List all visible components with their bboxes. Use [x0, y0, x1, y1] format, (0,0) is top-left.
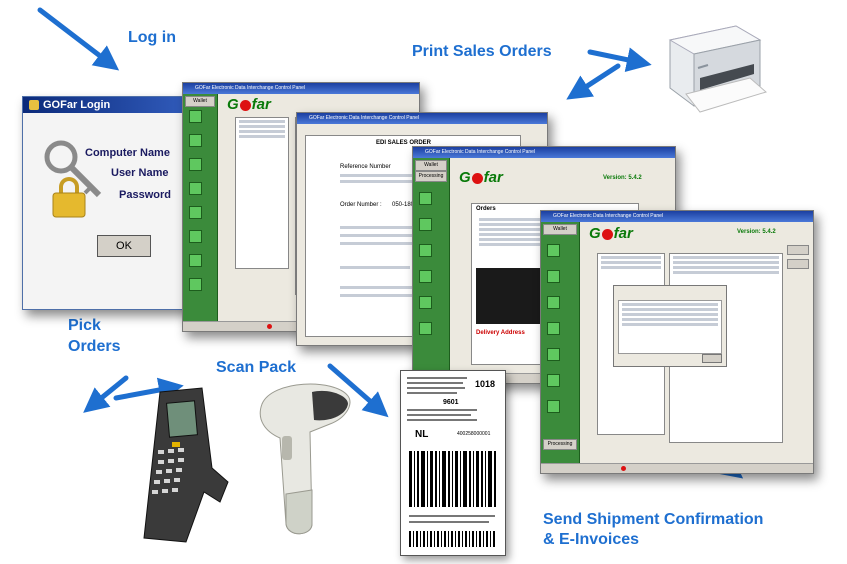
shipping-label: 1018 9601 NL 400258000001 — [400, 370, 506, 556]
sidebar-icon[interactable] — [189, 182, 202, 195]
sidebar-icon[interactable] — [189, 278, 202, 291]
send-window-titlebar: GOFar Electronic Data Interchange Contro… — [541, 211, 813, 222]
clients-tree-panel[interactable] — [235, 117, 289, 269]
reference-number-label: Reference Number — [340, 164, 391, 170]
sidebar-icon[interactable] — [547, 322, 560, 335]
login-label: Log in — [128, 29, 176, 46]
orders-window-title: GOFar Electronic Data Interchange Contro… — [425, 149, 536, 155]
login-window-title: GOFar Login — [43, 99, 111, 111]
password-label: Password — [119, 189, 171, 201]
barcode-scanner-image — [259, 383, 351, 535]
pick-label-line1: Pick — [68, 317, 101, 334]
logo-far: far — [251, 96, 271, 113]
orders-window-sidebar: Wallet Processing — [413, 158, 450, 374]
sidebar-icon[interactable] — [547, 244, 560, 257]
sidebar-icon[interactable] — [419, 244, 432, 257]
logo-far: far — [613, 225, 633, 242]
orders-window-titlebar: GOFar Electronic Data Interchange Contro… — [413, 147, 675, 158]
user-name-label: User Name — [111, 167, 169, 179]
logo-g: G — [589, 225, 601, 242]
clients-window-title: GOFar Electronic Data Interchange Contro… — [195, 85, 306, 91]
message-dialog — [613, 285, 727, 367]
orders-heading: Orders — [476, 206, 496, 212]
sidebar-icon[interactable] — [189, 254, 202, 267]
action-button[interactable] — [787, 259, 809, 269]
sidebar-icon[interactable] — [189, 206, 202, 219]
sales-order-heading: EDI SALES ORDER — [376, 140, 432, 146]
sidebar-icon[interactable] — [547, 296, 560, 309]
order-number-value: 050-18097 — [392, 202, 421, 208]
print-arrow-to-printer — [587, 47, 652, 72]
action-button[interactable] — [787, 245, 809, 255]
label-barcode — [409, 451, 496, 507]
key-lock-icon — [44, 140, 102, 218]
clients-window-sidebar: Wallet — [183, 94, 218, 322]
printer-image — [668, 25, 768, 113]
order-number-label: Order Number : — [340, 202, 382, 208]
sales-order-window-titlebar: GOFar Electronic Data Interchange Contro… — [297, 113, 547, 124]
sidebar-icon[interactable] — [189, 158, 202, 171]
sidebar-icon[interactable] — [189, 110, 202, 123]
sidebar-icon[interactable] — [419, 270, 432, 283]
message-log — [618, 300, 722, 354]
scan-pack-label: Scan Pack — [216, 359, 297, 376]
sidebar-tab-processing[interactable]: Processing — [543, 439, 577, 450]
send-window-title: GOFar Electronic Data Interchange Contro… — [553, 213, 664, 219]
sales-order-window-title: GOFar Electronic Data Interchange Contro… — [309, 115, 420, 121]
send-confirmation-label-line1: Send Shipment Confirmation — [543, 511, 764, 528]
sidebar-tab-wallet[interactable]: Wallet — [415, 160, 447, 171]
print-arrow-to-window — [566, 63, 621, 100]
sidebar-icon[interactable] — [419, 296, 432, 309]
logo-g: G — [459, 169, 471, 186]
scan-arrow — [327, 363, 389, 418]
pick-arrow-right — [113, 377, 184, 403]
send-confirmation-label-line2: & E-Invoices — [543, 531, 640, 548]
sidebar-icon[interactable] — [189, 230, 202, 243]
label-country: NL — [415, 429, 429, 440]
label-barcode-text: 400258000001 — [457, 431, 491, 437]
close-dialog-button[interactable] — [702, 354, 722, 363]
print-sales-orders-label: Print Sales Orders — [412, 43, 552, 60]
sidebar-icon[interactable] — [419, 322, 432, 335]
delivery-address-heading: Delivery Address — [476, 330, 525, 336]
ok-button[interactable]: OK — [97, 235, 151, 257]
version-label: Version: 5.4.2 — [737, 229, 776, 235]
sidebar-icon[interactable] — [547, 348, 560, 361]
computer-name-label: Computer Name — [85, 147, 170, 159]
logo-far: far — [483, 169, 503, 186]
version-label: Version: 5.4.2 — [603, 175, 642, 181]
send-confirmation-window: GOFar Electronic Data Interchange Contro… — [540, 210, 814, 474]
login-arrow — [37, 7, 120, 71]
sidebar-icon[interactable] — [547, 270, 560, 283]
label-barcode-small — [409, 531, 495, 547]
sidebar-tab-wallet[interactable]: Wallet — [185, 96, 215, 107]
sidebar-icon[interactable] — [547, 374, 560, 387]
label-number: 1018 — [475, 379, 496, 389]
clients-window-titlebar: GOFar Electronic Data Interchange Contro… — [183, 83, 419, 94]
sidebar-icon[interactable] — [547, 400, 560, 413]
sidebar-icon[interactable] — [419, 218, 432, 231]
logo-g: G — [227, 96, 239, 113]
sidebar-tab-processing[interactable]: Processing — [415, 171, 447, 182]
send-window-sidebar: Wallet Processing — [541, 222, 580, 464]
app-icon — [29, 100, 39, 110]
pick-arrow-left — [83, 375, 129, 413]
status-bar — [541, 463, 813, 473]
pick-label-line2: Orders — [68, 338, 121, 355]
handheld-computer-image — [143, 387, 229, 543]
sidebar-icon[interactable] — [189, 134, 202, 147]
sidebar-icon[interactable] — [419, 192, 432, 205]
sidebar-tab-wallet[interactable]: Wallet — [543, 224, 577, 235]
label-code-line: 9601 — [443, 399, 459, 406]
